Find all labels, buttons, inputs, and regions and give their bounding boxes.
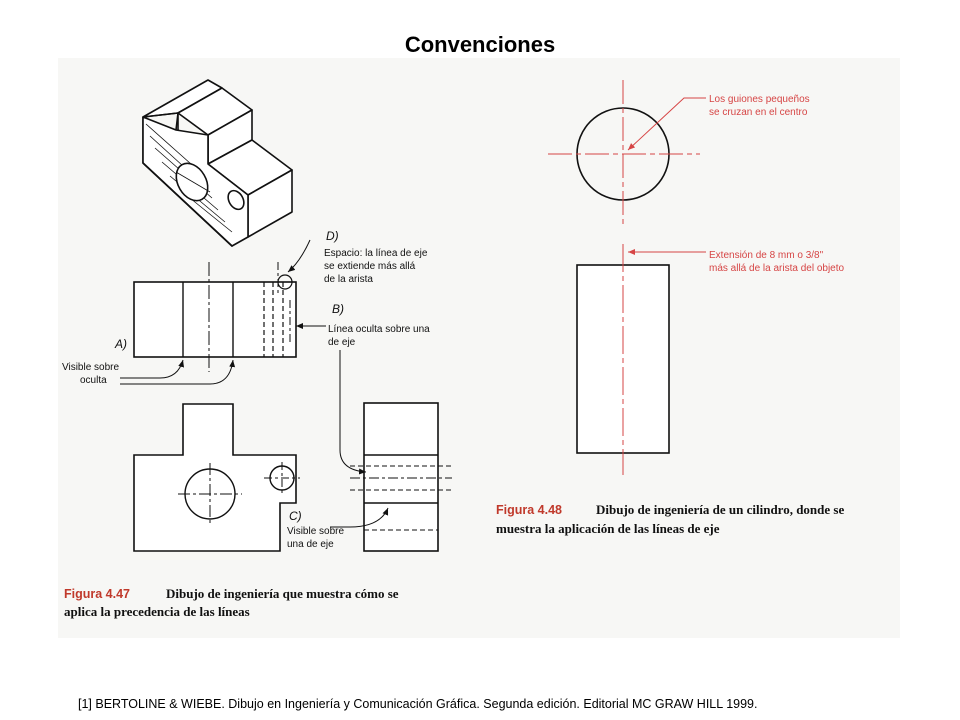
label-a-line1: Visible sobre (62, 362, 120, 373)
label-c-letter: C) (289, 509, 302, 523)
label-d-line3: de la arista (324, 274, 373, 285)
figure-4-47-number: Figura 4.47 (64, 587, 130, 601)
label-top-line1: Los guiones pequeños (709, 94, 810, 105)
figure-4-48-panel (488, 58, 900, 638)
label-b-letter: B) (332, 302, 344, 316)
figure-4-48-caption-line1: Dibujo de ingeniería de un cilindro, don… (596, 502, 844, 517)
front-view (133, 262, 297, 372)
top-view (133, 403, 300, 552)
figure-4-47-caption-line2: aplica la precedencia de las líneas (64, 604, 250, 619)
cylinder-top-view (548, 80, 700, 228)
label-a-line2: oculta (80, 375, 107, 386)
figure-4-48-caption-line2: muestra la aplicación de las líneas de e… (496, 521, 720, 536)
figure-4-48-number: Figura 4.48 (496, 503, 562, 517)
cylinder-front-view (576, 244, 670, 475)
label-c-line2: una de eje (287, 539, 334, 550)
label-d-line1: Espacio: la línea de eje (324, 248, 428, 259)
label-ext-line1: Extensión de 8 mm o 3/8" (709, 250, 824, 261)
label-b-line2: de eje (328, 337, 356, 348)
isometric-block (142, 79, 293, 247)
label-b-line1: Línea oculta sobre una (328, 324, 430, 335)
label-d-line2: se extiende más allá (324, 261, 416, 272)
right-leaders (627, 97, 706, 255)
left-leaders (120, 239, 389, 528)
figure-4-47-caption-line1: Dibujo de ingeniería que muestra cómo se (166, 586, 399, 601)
reference-footer: [1] BERTOLINE & WIEBE. Dibujo en Ingenie… (78, 697, 758, 711)
label-top-line2: se cruzan en el centro (709, 107, 808, 118)
label-d-letter: D) (326, 229, 339, 243)
label-c-line1: Visible sobre (287, 526, 345, 537)
label-a-letter: A) (114, 337, 127, 351)
slide-title: Convenciones (404, 32, 556, 57)
side-view (350, 402, 452, 552)
label-ext-line2: más allá de la arista del objeto (709, 263, 845, 274)
